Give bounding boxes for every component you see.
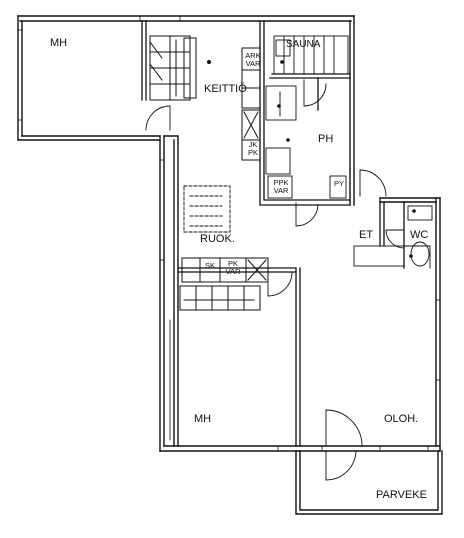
room-label-sauna: SAUNA [286, 39, 321, 50]
room-label-wc: WC [410, 229, 429, 241]
symbols [207, 60, 416, 258]
fixture-label-py: PY [333, 179, 344, 188]
room-label-bathroom: PH [318, 133, 334, 145]
hall-storage [353, 205, 433, 269]
room-label-balcony: PARVEKE [376, 489, 427, 501]
room-label-hall: ET [359, 229, 374, 241]
room-label-dining: RUOK. [200, 233, 235, 245]
room-label-living: OLOH. [384, 413, 419, 425]
room-label-kitchen: KEITTIÖ [204, 83, 247, 95]
kitchen-door [145, 105, 171, 131]
sauna-bench [273, 35, 349, 75]
bathroom-fixtures [265, 79, 347, 227]
lower-counter [179, 257, 269, 311]
room-label-bedroom-top: MH [50, 37, 68, 49]
fixture-label-sk: SK [204, 261, 215, 270]
exterior-walls [17, 15, 443, 515]
kitchen-cabinets [149, 35, 261, 161]
interior-walls [141, 20, 405, 447]
windows [17, 15, 441, 452]
room-label-bedroom-bottom: MH [194, 413, 212, 425]
hall-doors [267, 169, 405, 481]
dining-table [183, 185, 231, 233]
